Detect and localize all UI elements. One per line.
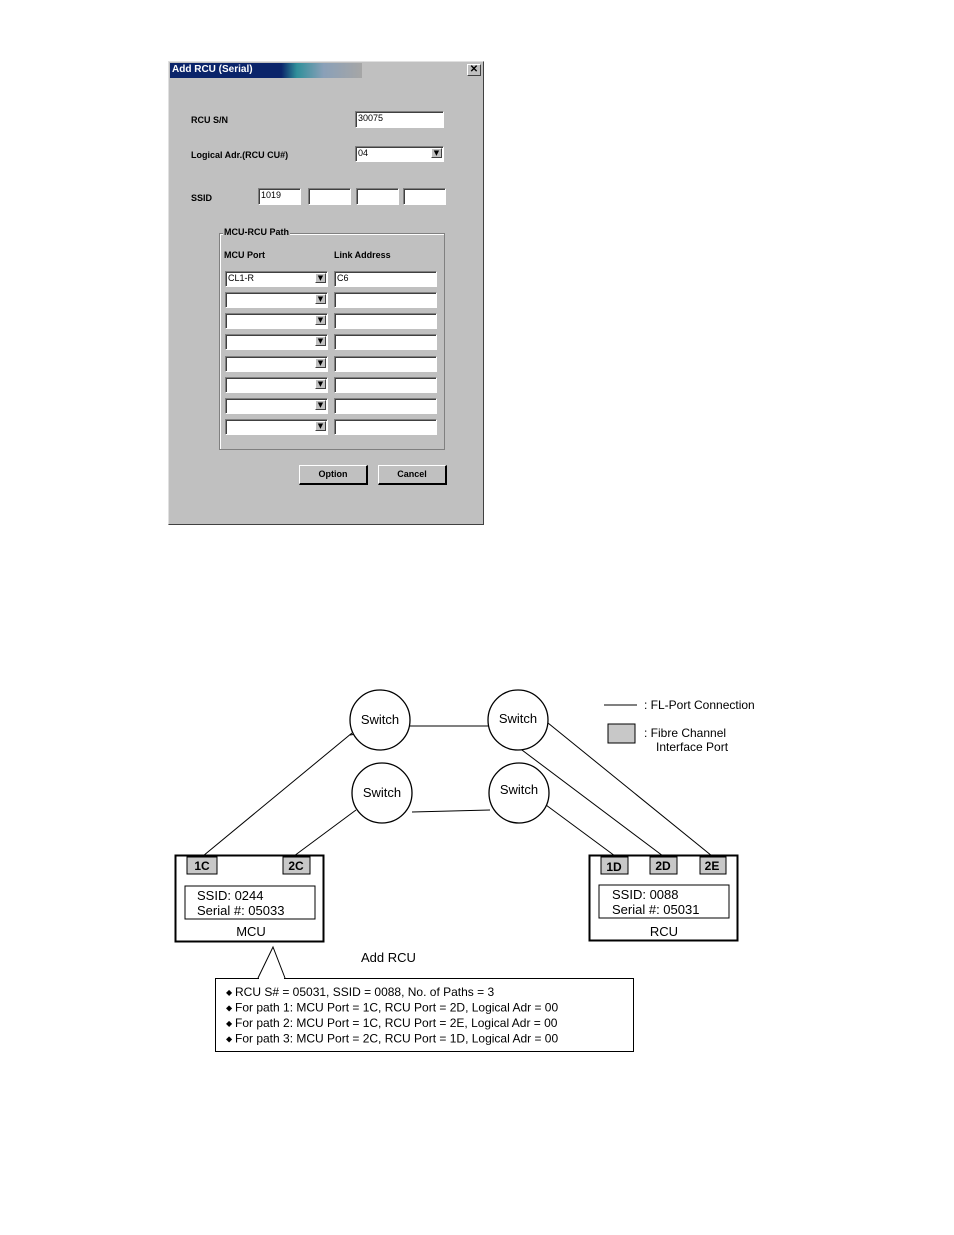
switch-4-label: Switch [500, 782, 538, 797]
rcu-port-2d-label: 2D [655, 859, 671, 873]
bullet-icon: ◆ [226, 1035, 233, 1044]
add-rcu-dialog: Add RCU (Serial) ✕ RCU S/N 30075 Logical… [168, 61, 484, 525]
rcu-name: RCU [650, 924, 678, 939]
mcu-port-select[interactable]: ▼ [225, 292, 328, 308]
switch-1: Switch [349, 689, 411, 751]
mcu-port-header: MCU Port [224, 250, 265, 260]
mcu-rcu-path-group [219, 233, 445, 450]
callout-lines: ◆RCU S# = 05031, SSID = 0088, No. of Pat… [226, 985, 558, 1046]
switch-3-label: Switch [363, 785, 401, 800]
switch-2: Switch [487, 689, 549, 751]
link-address-input[interactable] [334, 377, 437, 393]
mcu-ssid: SSID: 0244 [197, 888, 264, 903]
bullet-icon: ◆ [226, 1004, 233, 1013]
close-icon[interactable]: ✕ [467, 64, 481, 76]
legend-port-label-1: : Fibre Channel [644, 726, 726, 740]
rcu-port-2e [699, 856, 727, 875]
logical-adr-label: Logical Adr.(RCU CU#) [191, 150, 289, 160]
mcu-port-select[interactable]: ▼ [225, 356, 328, 372]
switch-3: Switch [351, 762, 413, 824]
mcu-port-value: CL1-R [228, 273, 255, 283]
add-rcu-callout: Add RCU ◆RCU S# = 05031, SSID = 0088, No… [215, 945, 634, 1052]
rcu-port-1d [600, 856, 629, 875]
link-address-input[interactable] [334, 334, 437, 350]
chevron-down-icon[interactable]: ▼ [315, 336, 326, 346]
bullet-icon: ◆ [226, 1019, 233, 1028]
mcu-port-select[interactable]: ▼ [225, 398, 328, 414]
callout-line: For path 2: MCU Port = 1C, RCU Port = 2E… [235, 1016, 558, 1030]
chevron-down-icon[interactable]: ▼ [315, 358, 326, 368]
mcu-name: MCU [236, 924, 266, 939]
link-address-input[interactable] [334, 398, 437, 414]
callout-line: RCU S# = 05031, SSID = 0088, No. of Path… [235, 985, 494, 999]
callout-pointer [257, 945, 286, 979]
fl-port-connections [202, 722, 713, 857]
connection-2e [547, 722, 713, 857]
mcu-port-select[interactable]: ▼ [225, 334, 328, 350]
option-button[interactable]: Option [299, 465, 368, 485]
mcu-serial: Serial #: 05033 [197, 903, 284, 918]
dialog-titlebar[interactable]: Add RCU (Serial) [170, 63, 362, 78]
mcu-box: 1C 2C SSID: 0244 Serial #: 05033 MCU [174, 854, 325, 943]
legend-port-label-2: Interface Port [656, 740, 729, 754]
connection-1d [545, 804, 616, 857]
mcu-port-select[interactable]: ▼ [225, 377, 328, 393]
rcu-sn-label: RCU S/N [191, 115, 229, 125]
switch-4: Switch [488, 762, 550, 824]
link-address-input[interactable]: C6 [334, 271, 437, 287]
cancel-button[interactable]: Cancel [378, 465, 447, 485]
bullet-icon: ◆ [226, 988, 233, 997]
mcu-info-box [184, 885, 316, 920]
mcu-port-2c [282, 856, 311, 875]
chevron-down-icon[interactable]: ▼ [315, 315, 326, 325]
link-address-input[interactable] [334, 313, 437, 329]
logical-adr-select[interactable]: 04 ▼ [355, 146, 444, 162]
connection-1c-switch [202, 732, 353, 857]
rcu-ssid: SSID: 0088 [612, 887, 679, 902]
link-address-header: Link Address [334, 250, 391, 260]
rcu-serial: Serial #: 05031 [612, 902, 699, 917]
mcu-port-select[interactable]: ▼ [225, 419, 328, 435]
switch-1-label: Switch [361, 712, 399, 727]
callout-title: Add RCU [361, 950, 416, 965]
connection-2c-switch [293, 809, 357, 857]
mcu-port-2c-label: 2C [288, 859, 304, 873]
mcu-rcu-path-label: MCU-RCU Path [223, 227, 290, 237]
logical-adr-value: 04 [358, 148, 369, 158]
chevron-down-icon[interactable]: ▼ [315, 294, 326, 304]
connection-switch-bottom [411, 809, 491, 813]
callout-line: For path 3: MCU Port = 2C, RCU Port = 1D… [235, 1032, 558, 1046]
mcu-port-select[interactable]: CL1-R ▼ [225, 271, 328, 287]
rcu-port-2e-label: 2E [705, 859, 720, 873]
ssid-input-4[interactable] [403, 188, 446, 205]
legend-port-swatch [607, 723, 636, 744]
rcu-info-box [598, 884, 730, 919]
callout-box [215, 978, 634, 1052]
legend-line-label: : FL-Port Connection [644, 698, 755, 712]
ssid-input-3[interactable] [356, 188, 399, 205]
mcu-port-1c-label: 1C [194, 859, 210, 873]
chevron-down-icon[interactable]: ▼ [315, 379, 326, 389]
ssid-input-1[interactable]: 1019 [258, 188, 301, 205]
rcu-box: 1D 2D 2E SSID: 0088 Serial #: 05031 RCU [588, 854, 739, 942]
rcu-port-1d-label: 1D [606, 860, 622, 874]
switch-2-label: Switch [499, 711, 537, 726]
link-address-input[interactable] [334, 419, 437, 435]
ssid-label: SSID [191, 193, 213, 203]
dialog-title: Add RCU (Serial) [172, 64, 253, 75]
ssid-input-2[interactable] [308, 188, 351, 205]
mcu-port-1c [186, 856, 218, 875]
chevron-down-icon[interactable]: ▼ [315, 400, 326, 410]
chevron-down-icon[interactable]: ▼ [431, 148, 442, 158]
chevron-down-icon[interactable]: ▼ [315, 273, 326, 283]
link-address-input[interactable] [334, 356, 437, 372]
legend: : FL-Port Connection : Fibre Channel Int… [604, 698, 755, 754]
rcu-sn-input[interactable]: 30075 [355, 111, 444, 128]
rcu-port-2d [649, 856, 678, 875]
chevron-down-icon[interactable]: ▼ [315, 421, 326, 431]
link-address-input[interactable] [334, 292, 437, 308]
callout-line: For path 1: MCU Port = 1C, RCU Port = 2D… [235, 1001, 558, 1015]
mcu-port-select[interactable]: ▼ [225, 313, 328, 329]
